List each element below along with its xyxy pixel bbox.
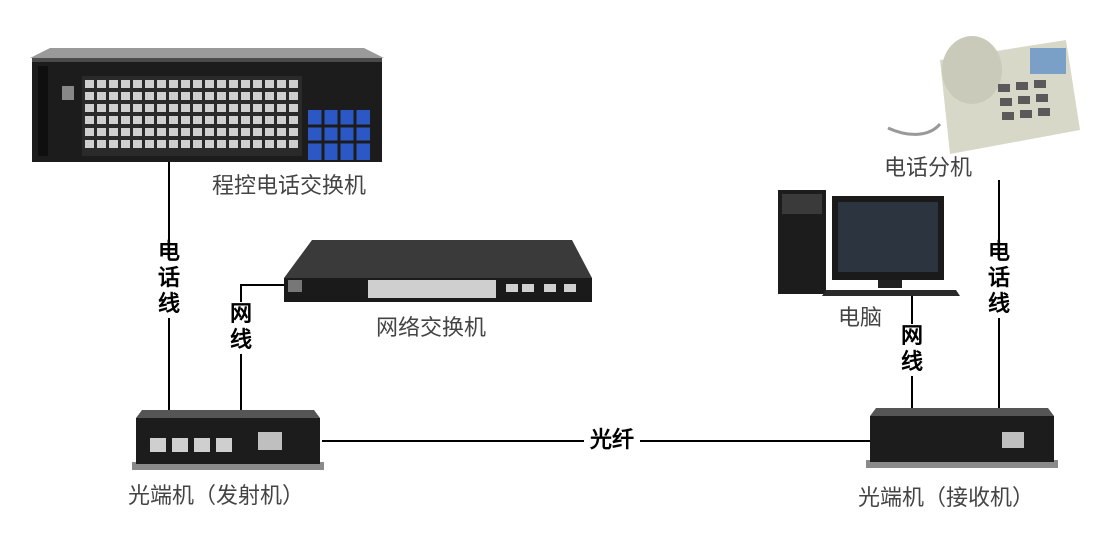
- network-line-left-label: 网 线: [228, 302, 254, 354]
- fiber-label: 光纤: [584, 428, 640, 454]
- pbx-label: 程控电话交换机: [212, 174, 367, 199]
- fiber-transceiver-icon: [862, 402, 1062, 472]
- pbx-port-grid: [84, 78, 300, 154]
- network-switch-icon: [282, 238, 594, 308]
- network-line-left-horizontal: [240, 284, 290, 286]
- network-line-right-label: 网 线: [899, 324, 925, 376]
- phone-label: 电话分机: [884, 156, 973, 181]
- fiber-transceiver-icon: [128, 404, 328, 474]
- computer-label: 电脑: [838, 306, 883, 331]
- desk-phone-icon: [880, 20, 1080, 160]
- desktop-computer-icon: [776, 186, 960, 298]
- phone-line-left-label: 电 话 线: [156, 240, 182, 318]
- pbx-rack-icon: [30, 36, 384, 166]
- phone-line-right-label: 电 话 线: [986, 240, 1012, 318]
- transmitter-label: 光端机（发射机）: [128, 484, 305, 509]
- network-switch-label: 网络交换机: [376, 316, 487, 341]
- receiver-label: 光端机（接收机）: [858, 486, 1035, 511]
